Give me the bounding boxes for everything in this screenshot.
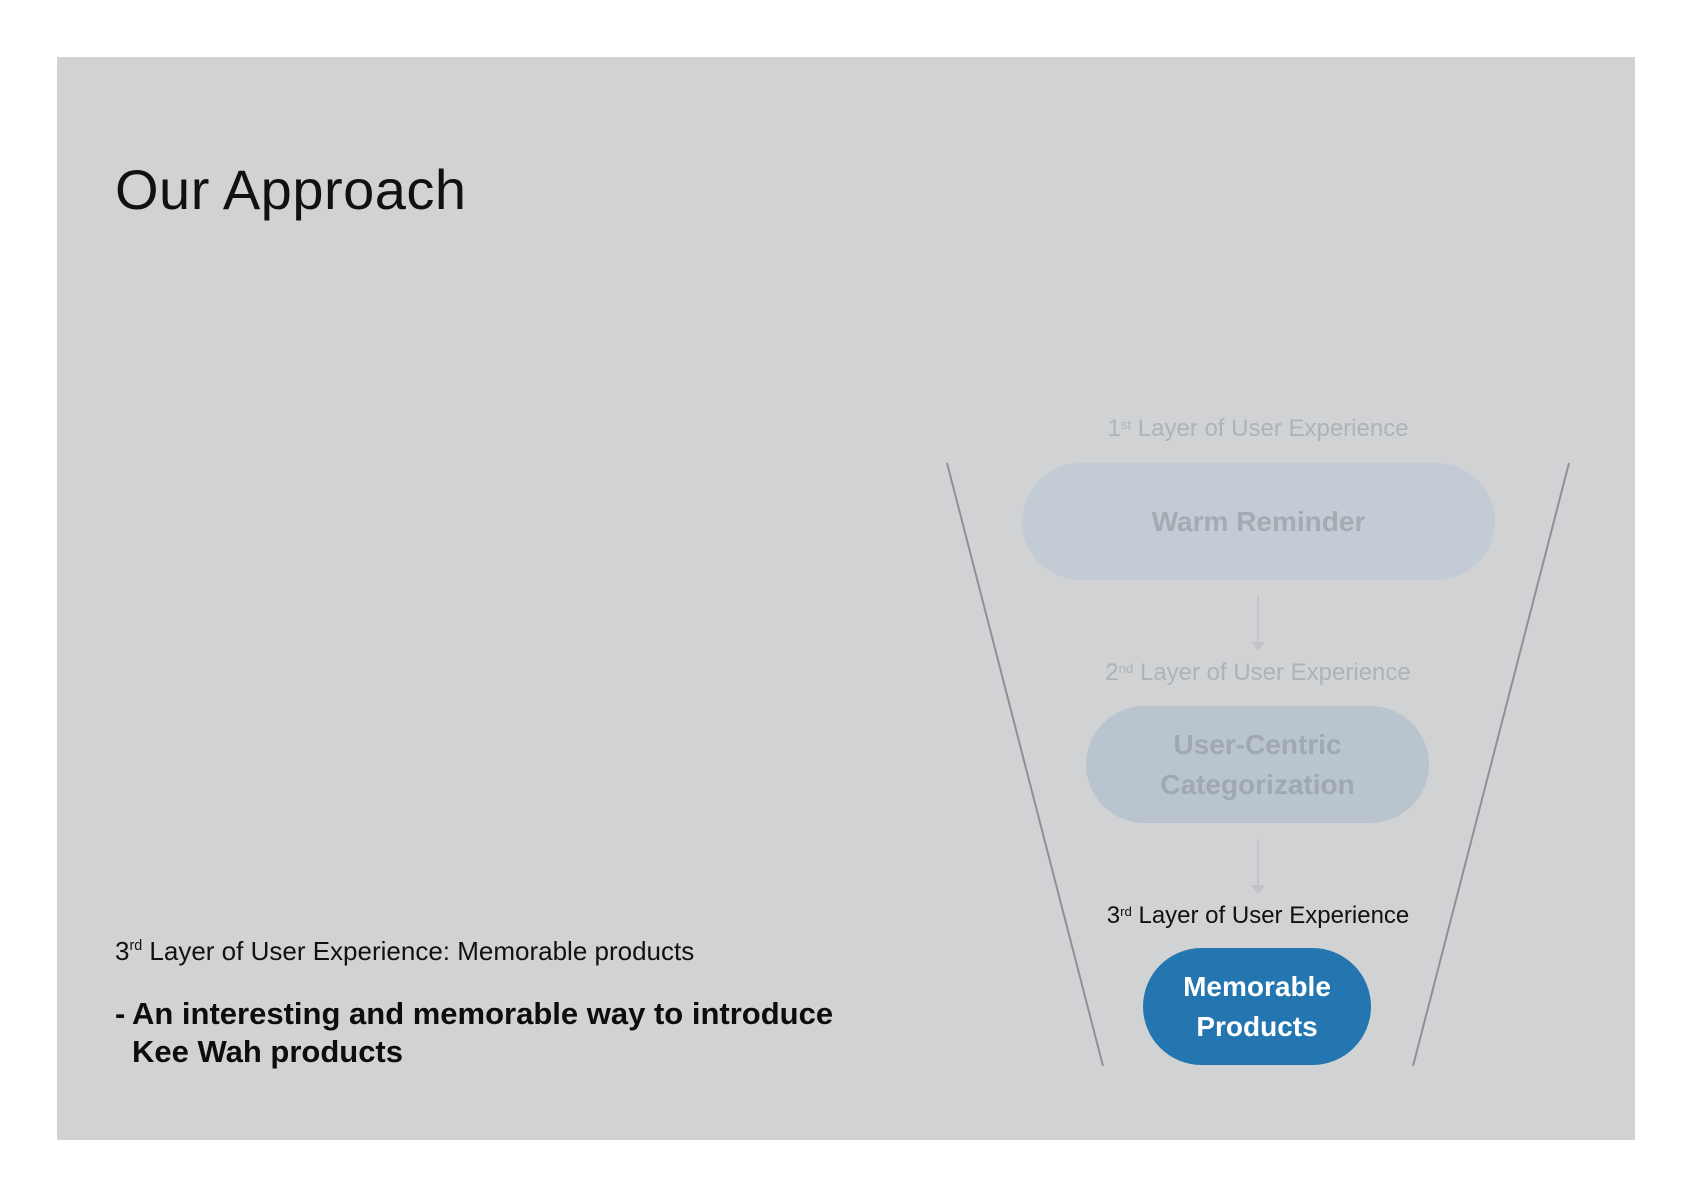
slide: Our Approach 1st Layer of User Experienc… xyxy=(57,57,1635,1140)
bullet-dash: - xyxy=(115,996,126,1031)
bullet-point: -An interesting and memorable way to int… xyxy=(115,995,833,1071)
user-centric-categorization-box: User-Centric Categorization xyxy=(1086,706,1429,823)
layer-3-label: 3rd Layer of User Experience xyxy=(1106,902,1410,929)
bullet-line-2: Kee Wah products xyxy=(132,1034,403,1069)
arrow-down-icon-2 xyxy=(1251,839,1265,894)
memorable-products-box: Memorable Products xyxy=(1143,948,1371,1065)
layer-caption: 3rd Layer of User Experience: Memorable … xyxy=(115,936,695,966)
layer-1-label: 1st Layer of User Experience xyxy=(1107,415,1409,442)
layer-2-label: 2nd Layer of User Experience xyxy=(1105,659,1411,686)
slide-title: Our Approach xyxy=(115,158,467,221)
bullet-line-1: An interesting and memorable way to intr… xyxy=(132,996,834,1031)
warm-reminder-box: Warm Reminder xyxy=(1022,463,1495,580)
arrow-down-icon-1 xyxy=(1251,596,1265,651)
